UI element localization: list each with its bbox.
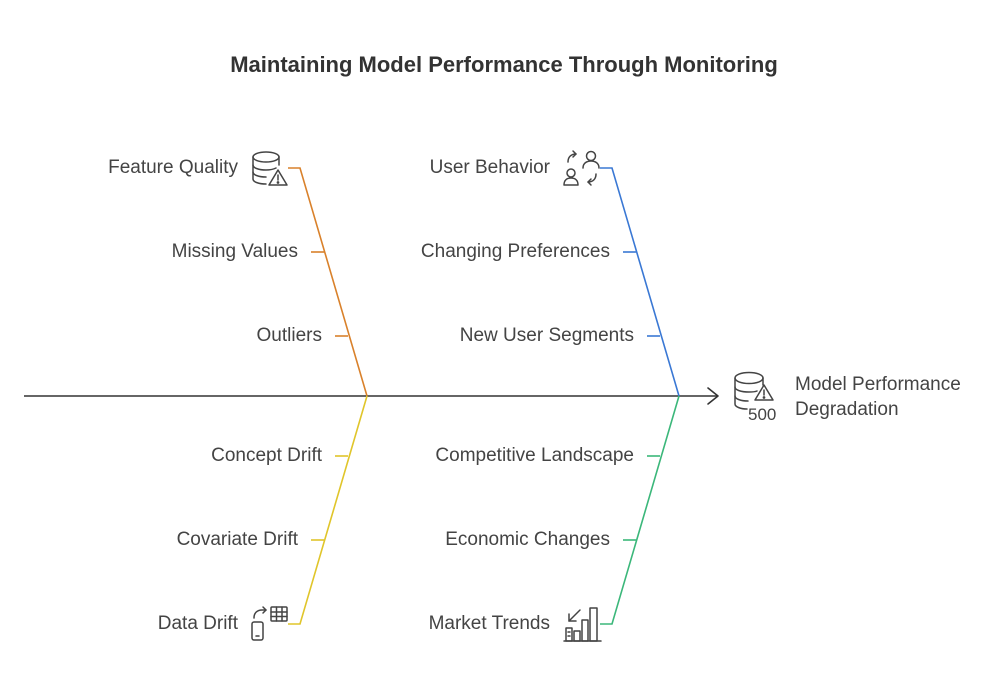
cause-label-concept-drift: Concept Drift <box>211 445 322 466</box>
bone-user-behavior <box>600 167 680 397</box>
cause-label-changing-preferences: Changing Preferences <box>420 241 610 262</box>
diagram-title: Maintaining Model Performance Through Mo… <box>230 52 778 77</box>
effect-label: Model Performance Degradation <box>795 372 961 422</box>
cause-label-new-user-segments: New User Segments <box>459 325 634 346</box>
category-label-market-trends: Market Trends <box>428 613 550 634</box>
category-label-user-behavior: User Behavior <box>429 157 550 178</box>
cause-label-covariate-drift: Covariate Drift <box>176 529 298 550</box>
effect-label-line-2: Degradation <box>795 399 899 420</box>
bone-data-drift <box>288 395 368 625</box>
bone-feature-quality <box>288 167 368 397</box>
spine-arrowhead <box>707 387 719 405</box>
effect-label-line-1: Model Performance <box>795 374 961 395</box>
cause-label-economic-changes: Economic Changes <box>445 529 610 550</box>
bone-market-trends <box>600 395 680 625</box>
cause-label-missing-values: Missing Values <box>171 241 298 262</box>
cause-label-outliers: Outliers <box>256 325 322 346</box>
device-transfer-icon <box>251 606 288 641</box>
user-switch-icon <box>563 150 600 186</box>
category-label-data-drift: Data Drift <box>157 613 238 634</box>
cause-label-competitive-landscape: Competitive Landscape <box>435 445 634 466</box>
bar-chart-trend-icon <box>563 607 602 642</box>
database-warning-icon <box>252 151 288 186</box>
database-warning-500-icon <box>734 371 774 410</box>
status-code-500: 500 <box>748 405 776 424</box>
category-label-feature-quality: Feature Quality <box>108 157 238 178</box>
